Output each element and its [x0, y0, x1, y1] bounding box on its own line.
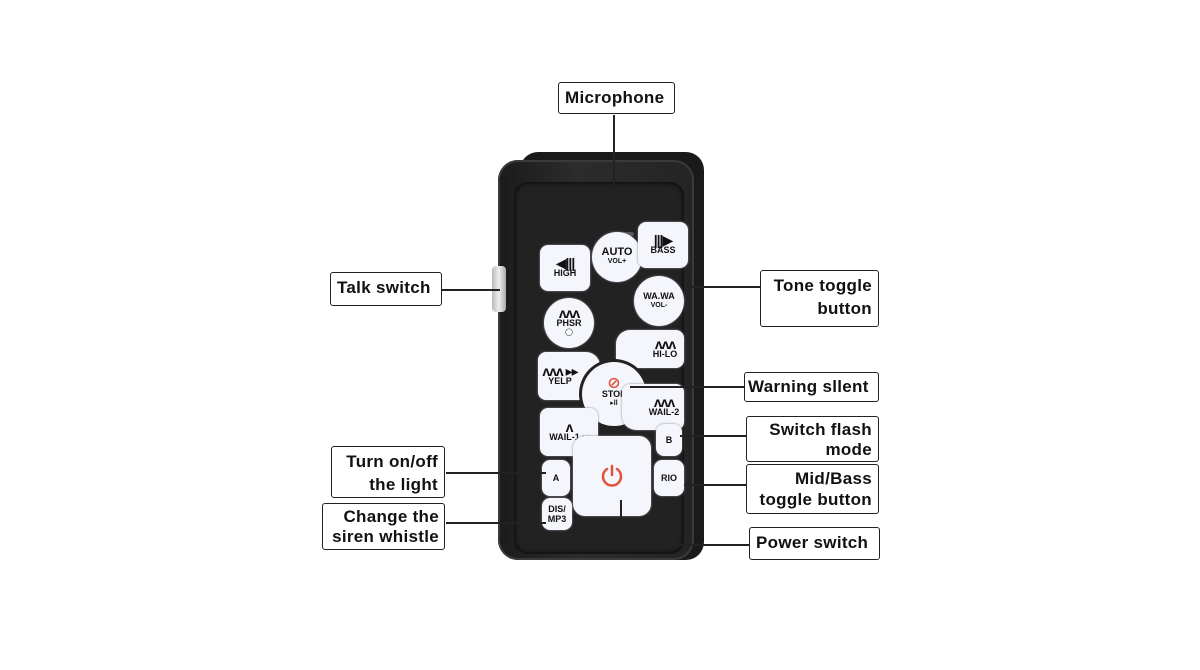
- turn-light-label: Turn on/off the light: [331, 446, 445, 498]
- wave-icon: ᴧᴧᴧ: [558, 305, 580, 321]
- power-switch-label: Power switch: [749, 527, 880, 560]
- speaker-icon: |||▶: [653, 232, 674, 248]
- turn-light-leader: [446, 472, 546, 474]
- change-siren-leader: [446, 522, 546, 524]
- talk-switch-label: Talk switch: [330, 272, 442, 306]
- high-button[interactable]: ◀|||HIGH: [540, 245, 590, 291]
- wave-icon: ᴧ: [565, 419, 574, 435]
- bass-button[interactable]: |||▶BASS: [638, 222, 688, 268]
- wave-icon: ᴧᴧᴧ: [654, 336, 676, 352]
- warning-silent-label: Warning sllent: [744, 372, 879, 402]
- rio-button[interactable]: RIO: [654, 460, 684, 496]
- mid-bass-label: Mid/Bass toggle button: [746, 464, 879, 514]
- b-button[interactable]: B: [656, 424, 682, 456]
- mid-bass-leader: [684, 484, 746, 486]
- power-button[interactable]: [573, 436, 651, 516]
- tone-toggle-leader: [688, 286, 760, 288]
- switch-flash-label: Switch flash mode: [746, 416, 879, 462]
- wave-icon: ᴧᴧᴧ: [653, 394, 675, 410]
- dis-mp3-button[interactable]: DIS/MP3: [542, 498, 572, 530]
- microphone-leader: [613, 115, 615, 207]
- change-siren-label: Change the siren whistle: [322, 503, 445, 550]
- a-button[interactable]: A: [542, 460, 570, 496]
- power-icon: [601, 464, 623, 487]
- speaker-icon: ◀|||: [555, 255, 576, 271]
- wave-icon: ᴧᴧᴧ ▸▸: [542, 363, 578, 379]
- tone-toggle-label: Tone toggle button: [760, 270, 879, 327]
- power-switch-leader-v: [620, 500, 622, 546]
- power-switch-leader-h: [620, 544, 750, 546]
- mute-icon: ⊘: [607, 375, 621, 392]
- warning-silent-leader: [630, 386, 744, 388]
- switch-flash-leader: [680, 435, 746, 437]
- microphone-label: Microphone: [558, 82, 675, 114]
- talk-switch-leader: [442, 289, 500, 291]
